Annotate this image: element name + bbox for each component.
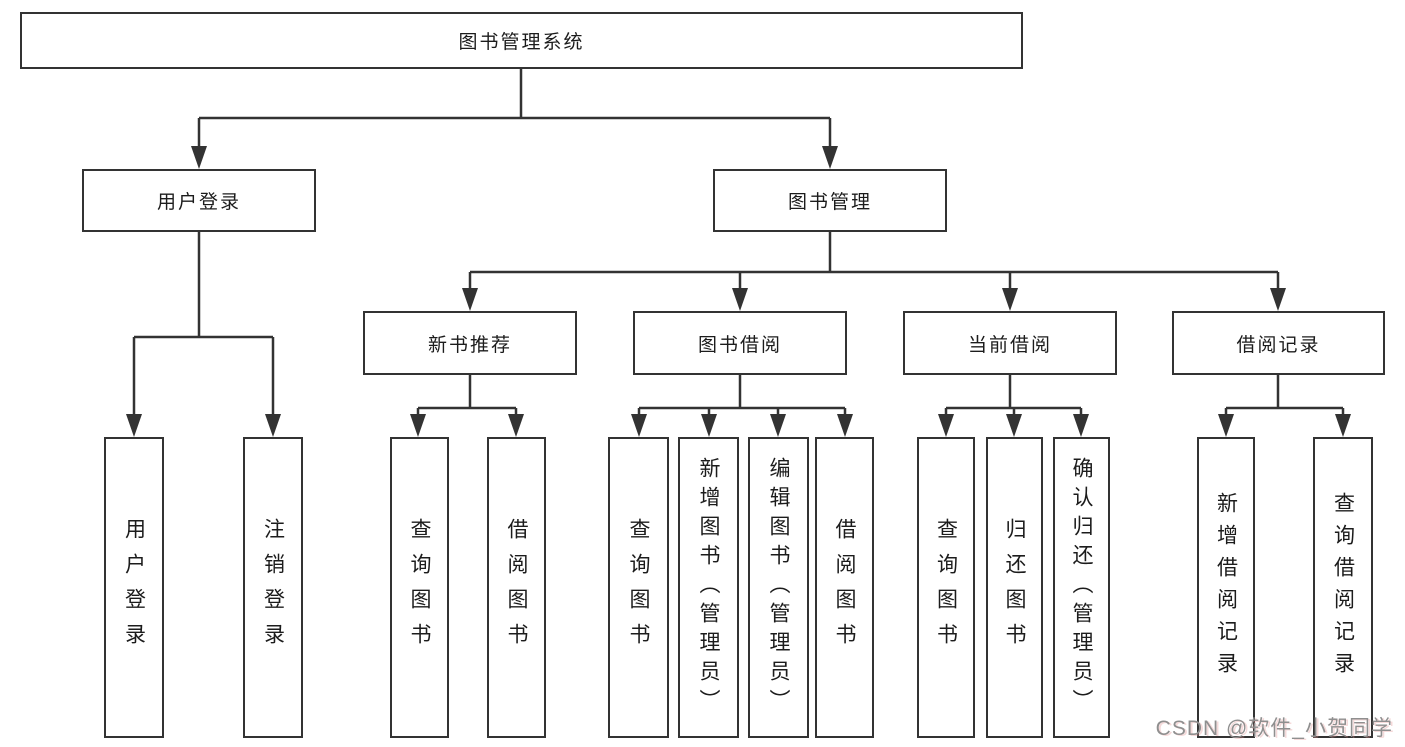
node-cb-query: 查询图书	[917, 437, 975, 738]
node-borrow-record: 借阅记录	[1172, 311, 1385, 375]
node-book-borrow-label: 图书借阅	[697, 334, 782, 356]
node-new-book-rec: 新书推荐	[363, 311, 577, 375]
node-book-mgmt-label: 图书管理	[787, 192, 872, 213]
node-nb-borrow-label: 借阅图书	[505, 517, 528, 658]
node-br-query-label: 查询借阅记录	[1331, 491, 1355, 684]
node-current-borrow-label: 当前借阅	[967, 334, 1052, 356]
node-cb-query-label: 查询图书	[934, 517, 958, 658]
node-bb-query-label: 查询图书	[627, 517, 650, 658]
node-ul-login: 用户登录	[104, 437, 164, 738]
node-bb-add-label: 新增图书（管理员）	[697, 457, 720, 718]
node-current-borrow: 当前借阅	[903, 311, 1117, 375]
node-nb-query-label: 查询图书	[408, 517, 431, 658]
csdn-watermark: CSDN @软件_小贺同学	[1155, 717, 1393, 740]
node-user-login-label: 用户登录	[156, 192, 241, 213]
node-book-mgmt: 图书管理	[713, 169, 947, 232]
node-bb-edit: 编辑图书（管理员）	[748, 437, 809, 738]
node-bb-add: 新增图书（管理员）	[678, 437, 739, 738]
node-user-login: 用户登录	[82, 169, 316, 232]
node-book-borrow: 图书借阅	[633, 311, 847, 375]
node-cb-confirm: 确认归还（管理员）	[1053, 437, 1110, 738]
node-cb-confirm-label: 确认归还（管理员）	[1070, 457, 1093, 718]
node-root-label: 图书管理系统	[458, 32, 585, 53]
node-nb-query: 查询图书	[390, 437, 449, 738]
node-br-add-label: 新增借阅记录	[1214, 491, 1238, 684]
node-nb-borrow: 借阅图书	[487, 437, 546, 738]
node-bb-borrow-label: 借阅图书	[833, 517, 856, 658]
node-bb-borrow: 借阅图书	[815, 437, 874, 738]
node-cb-return-label: 归还图书	[1003, 517, 1026, 658]
node-ul-logout-label: 注销登录	[261, 517, 285, 658]
node-bb-query: 查询图书	[608, 437, 669, 738]
node-new-book-rec-label: 新书推荐	[427, 334, 512, 356]
node-ul-login-label: 用户登录	[122, 517, 146, 658]
node-br-query: 查询借阅记录	[1313, 437, 1373, 738]
node-ul-logout: 注销登录	[243, 437, 303, 738]
node-root: 图书管理系统	[20, 12, 1023, 69]
node-br-add: 新增借阅记录	[1197, 437, 1255, 738]
node-cb-return: 归还图书	[986, 437, 1043, 738]
node-borrow-record-label: 借阅记录	[1236, 334, 1321, 356]
node-bb-edit-label: 编辑图书（管理员）	[767, 457, 790, 718]
